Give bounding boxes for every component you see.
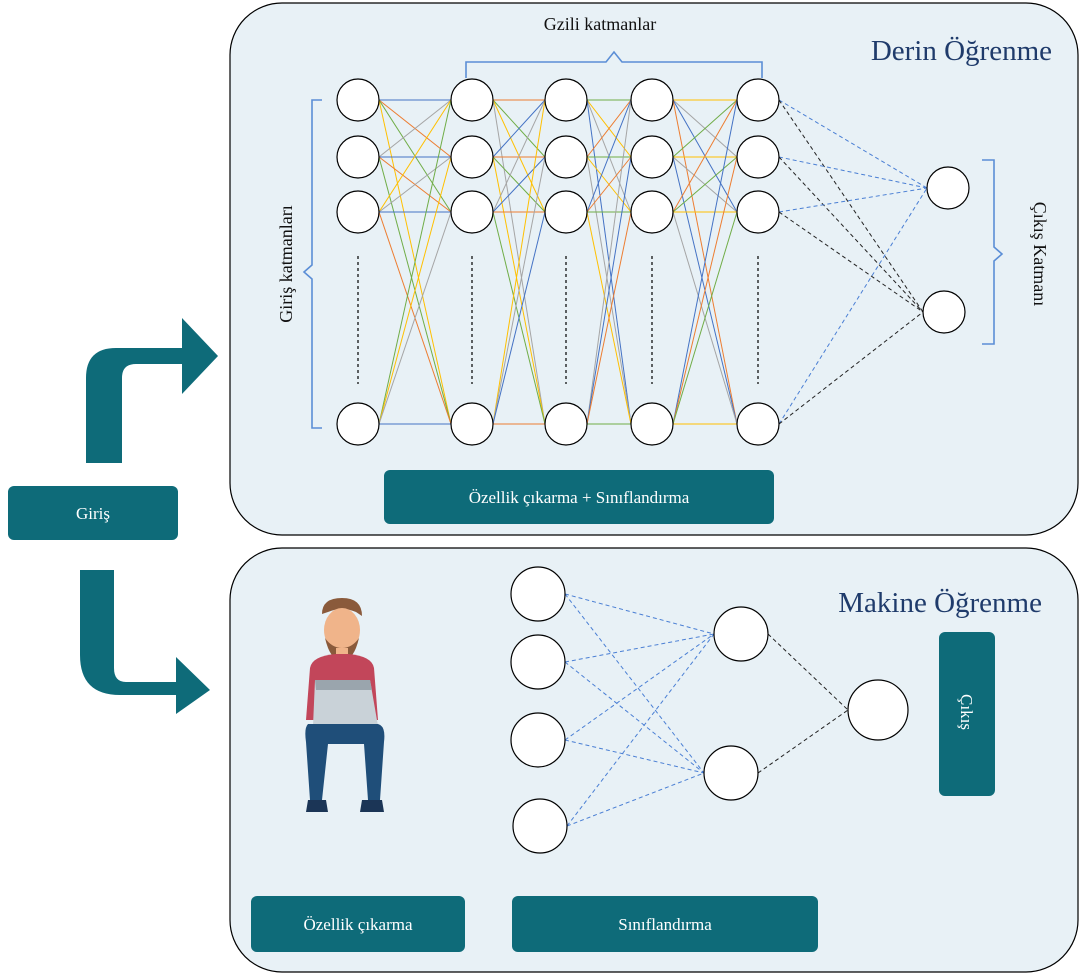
dl-neuron — [736, 78, 780, 122]
dl-edge — [586, 211, 632, 425]
dl-neuron — [450, 78, 494, 122]
dl-edge — [586, 156, 632, 425]
ml-output-badge — [939, 632, 995, 796]
dl-neuron — [736, 190, 780, 234]
dl-edge — [672, 211, 738, 425]
hidden-layers-brace — [465, 50, 763, 78]
dl-output-edge — [778, 99, 928, 189]
dl-edge — [586, 99, 632, 213]
dl-neuron — [736, 135, 780, 179]
dl-edge — [378, 99, 452, 158]
dl-feature-classify-text: Özellik çıkarma + Sınıflandırma — [469, 488, 690, 507]
up-arrow-icon — [86, 318, 218, 463]
ml-neuron — [512, 798, 568, 854]
dl-neuron — [336, 78, 380, 122]
input-layers-brace — [302, 99, 322, 429]
ml-output-neuron — [847, 679, 909, 741]
deep-learning-nodes — [336, 78, 970, 446]
dl-feature-classify-badge — [384, 470, 774, 524]
person-with-laptop-icon — [305, 598, 385, 812]
ml-neuron — [510, 712, 566, 768]
ml-edge — [564, 633, 715, 741]
dl-edge — [672, 156, 738, 425]
ml-edge — [564, 593, 705, 774]
dl-neuron — [336, 402, 380, 446]
ml-feature-badge — [251, 896, 465, 952]
dl-neuron — [736, 402, 780, 446]
dl-neuron — [450, 402, 494, 446]
dl-output-edge — [778, 187, 928, 425]
dl-edge — [672, 99, 738, 213]
ml-feature-text: Özellik çıkarma — [303, 915, 412, 934]
deep-learning-panel — [229, 2, 1079, 536]
dl-neuron — [630, 78, 674, 122]
dl-output-neuron — [926, 166, 970, 210]
dl-neuron — [544, 135, 588, 179]
ml-edge — [564, 633, 715, 663]
dl-edge — [378, 156, 452, 213]
dl-neuron — [630, 190, 674, 234]
dl-neuron — [450, 190, 494, 234]
dl-edge — [672, 99, 738, 158]
dl-edge — [492, 99, 546, 213]
dl-neuron — [630, 135, 674, 179]
deep-learning-edges — [378, 99, 928, 425]
ml-neuron — [703, 745, 759, 801]
ml-output-text: Çıkış — [957, 694, 976, 730]
dl-output-neuron — [922, 290, 966, 334]
dl-edge — [672, 99, 738, 425]
dl-output-edge — [778, 99, 924, 313]
dl-neuron — [544, 402, 588, 446]
ml-edge — [564, 739, 705, 774]
dl-edge — [586, 99, 632, 425]
dl-neuron — [336, 135, 380, 179]
ml-neuron — [510, 634, 566, 690]
dl-neuron — [544, 78, 588, 122]
dl-output-edge — [778, 187, 928, 213]
ml-edge — [566, 772, 705, 827]
ml-output-edge — [767, 633, 849, 711]
machine-learning-panel — [229, 547, 1079, 973]
ml-output-edge — [757, 709, 849, 774]
output-layer-brace — [982, 159, 1004, 345]
dl-output-edge — [778, 156, 928, 189]
machine-learning-title: Makine Öğrenme — [838, 587, 1042, 619]
dl-output-edge — [778, 311, 924, 425]
output-layer-label: Çıkış Katmanı — [1030, 202, 1050, 307]
ml-edge — [564, 593, 715, 635]
dl-edge — [378, 211, 452, 425]
deep-learning-title: Derin Öğrenme — [871, 35, 1052, 67]
dl-output-edge — [778, 211, 924, 313]
input-layers-label: Giriş katmanları — [276, 205, 296, 322]
dl-edge — [492, 211, 546, 425]
dl-neuron — [630, 402, 674, 446]
machine-learning-nodes — [510, 566, 909, 854]
ml-classify-badge — [512, 896, 818, 952]
input-badge — [8, 486, 178, 540]
dl-edge — [492, 99, 546, 158]
dl-edge — [586, 156, 632, 213]
dl-neuron — [544, 190, 588, 234]
dl-edge — [378, 99, 452, 425]
dl-edge — [672, 156, 738, 213]
ml-classify-text: Sınıflandırma — [618, 915, 712, 934]
down-arrow-icon — [80, 570, 210, 714]
dl-edge — [492, 99, 546, 425]
dl-neuron — [336, 190, 380, 234]
dl-neuron — [450, 135, 494, 179]
hidden-layers-label: Gzili katmanlar — [544, 14, 656, 34]
dl-edge — [378, 156, 452, 425]
dl-edge — [586, 99, 632, 158]
machine-learning-edges — [564, 593, 849, 827]
ml-edge — [564, 661, 705, 774]
dl-edge — [492, 156, 546, 425]
input-badge-text: Giriş — [76, 504, 110, 523]
dl-edge — [378, 99, 452, 213]
dl-output-edge — [778, 156, 924, 313]
ml-neuron — [510, 566, 566, 622]
ml-neuron — [713, 606, 769, 662]
ml-edge — [566, 633, 715, 827]
dl-edge — [492, 156, 546, 213]
